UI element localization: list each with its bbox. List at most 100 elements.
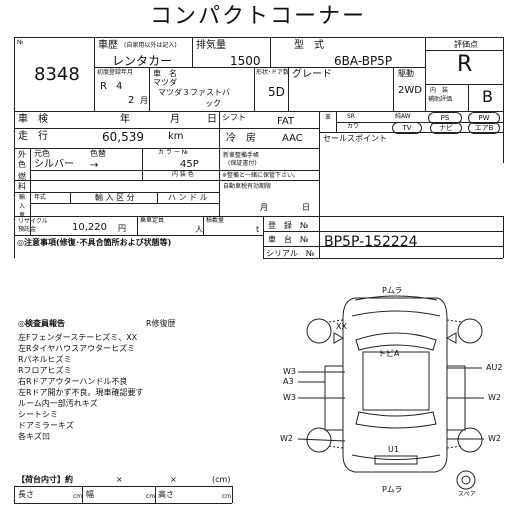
shaken-month-label: 月 [170, 114, 180, 125]
first-reg-era: R [100, 81, 107, 92]
inspector-line: 各キズ凹 [18, 432, 50, 441]
diagram-label-spare: スペア [458, 491, 476, 498]
inspector-line: ドアミラーキズ [18, 421, 74, 430]
interior-label: 内 装 [430, 87, 449, 94]
doors-label: 形状･ドア数 [256, 69, 290, 76]
displacement-value: 1500 [230, 54, 261, 68]
color-current: シルバー [34, 159, 74, 170]
cargo-width-unit: cm [146, 493, 156, 500]
diagram-label-w3-rear: W3 [283, 393, 296, 402]
inspector-line: ルーム内一部汚れキズ [18, 399, 98, 408]
capacity-label: 乗車定員 [140, 217, 165, 224]
grade-label: グレード [292, 69, 332, 80]
capacity-unit: 人 [195, 225, 203, 234]
diagram-label-w2-right-1: W2 [488, 393, 501, 402]
displacement-label: 排気量 [196, 40, 226, 51]
diagram-label-bottom: Pムラ [382, 485, 403, 494]
shift-label: シフト [222, 113, 246, 122]
first-reg-label: 初度登録年月 [97, 69, 134, 76]
diagram-label-xx: XX [336, 322, 347, 331]
drive-label: 駆動 [398, 69, 414, 78]
inspector-heading: ◎検査員報告 [18, 319, 65, 328]
first-reg-year: 4 [116, 81, 123, 92]
car-maker: マツダ [153, 78, 177, 87]
equip-ps: PS [428, 112, 462, 124]
inspector-line: 左Rドア開かず不良。現車確認要す [18, 388, 144, 397]
interior-sub-label: 補助評価 [428, 96, 453, 103]
shift-value: FAT [277, 116, 295, 127]
equip-airbag: エアB [468, 122, 500, 134]
model-label: 型 式 [294, 40, 324, 51]
fuel-label-2: 料 [18, 182, 26, 191]
score-label: 評価点 [454, 40, 478, 49]
diagram-label-a3: A3 [283, 377, 294, 386]
drive-value: 2WD [398, 85, 422, 96]
serial-label: シリアル № [266, 249, 315, 258]
first-reg-month-unit: 月 [140, 96, 148, 105]
car-name-label: 車 名 [153, 69, 177, 78]
lot-number: 8348 [34, 64, 80, 85]
interior-value: B [482, 87, 493, 106]
shaken-label: 車 検 [18, 114, 48, 125]
first-reg-month: 2 [128, 95, 135, 106]
chassis-label: 車 台 № [268, 235, 309, 244]
import-label-3: 車 [19, 212, 26, 219]
mileage-unit: km [168, 131, 184, 142]
cargo-height-unit: cm [222, 493, 232, 500]
inspector-line: シートシミ [18, 410, 58, 419]
diagram-label-u1: U1 [388, 445, 399, 454]
import-division-label: 輸 入 区 分 [95, 193, 135, 202]
diagram-label-center: トビA [378, 349, 400, 358]
equipment-label-1: 革 [325, 114, 332, 121]
diagram-label-au2: AU2 [486, 363, 503, 372]
cargo-x1: × [116, 475, 123, 484]
aircon-label: 冷 房 [226, 133, 256, 144]
import-label-1: 輸 [19, 194, 26, 201]
import-year-label: 年式 [34, 194, 47, 201]
fuel-label-1: 燃 [18, 172, 26, 181]
cargo-label: 【荷台内寸】約 [17, 475, 73, 484]
import-label-2: 入 [19, 203, 26, 210]
equip-aw: 純AW [395, 113, 411, 120]
recycle-label: リサイクル [18, 218, 48, 225]
inspector-line: 左Fフェンダーステーヒズミ、XX [18, 333, 138, 342]
cargo-height-label: 高さ [158, 490, 174, 499]
page-title: コンパクトコーナー [150, 4, 367, 29]
score-value: R [457, 52, 473, 77]
manual-sub-label: (保証書付) [228, 160, 257, 167]
cargo-length-unit: cm [73, 493, 83, 500]
color-no-label: カ ラ ー № [158, 149, 188, 156]
diagram-label-w3-front: W3 [283, 367, 296, 376]
lot-label: № [17, 39, 24, 46]
repair-history-note: R修復歴 [146, 319, 176, 328]
load-label: 積載量 [206, 217, 225, 224]
original-color-label: 元色 [34, 149, 50, 158]
inspector-line: Rフロアヒズミ [18, 366, 72, 375]
vehicle-type-note: (自家用以外は記入) [124, 42, 177, 49]
equip-leather: カワ [347, 123, 360, 130]
recycle-value: 10,220 [72, 222, 107, 233]
equip-navi: ナビ [430, 122, 462, 134]
notes-label: ◎注意事項(修復･不具合箇所および状態等) [17, 238, 172, 247]
cargo-length-label: 長さ [18, 490, 34, 499]
inspector-line: 右Rドアアウターハンドル不良 [18, 377, 128, 386]
diagram-label-top: Pムラ [382, 286, 403, 295]
cargo-width-label: 幅 [86, 490, 94, 499]
shaken-day-label: 日 [207, 114, 217, 125]
cargo-unit: (cm) [212, 475, 231, 484]
chassis-value: BP5P-152224 [324, 234, 418, 250]
tax-month: 月 [260, 203, 268, 212]
load-unit: t [256, 225, 260, 234]
shaken-year-label: 年 [120, 114, 130, 125]
model-value: 6BA-BP5P [334, 54, 393, 68]
inspector-line: 左Rタイヤハウスアウターヒズミ [18, 344, 136, 353]
recycle-unit: 円 [118, 224, 126, 233]
inspector-lines: 左Fフェンダーステーヒズミ、XX 左Rタイヤハウスアウターヒズミ Rパネルヒズミ… [18, 332, 144, 442]
doors-value: 5D [268, 85, 285, 99]
manual-note: ※整備と一緒に保管下さい。 [222, 172, 300, 179]
sales-point-label: セールスポイント [323, 134, 387, 143]
diagram-label-w2-right-2: W2 [488, 434, 501, 443]
equip-pw: PW [468, 112, 500, 124]
tax-day: 日 [302, 203, 310, 212]
paint-change-label: 色替 [90, 149, 106, 158]
